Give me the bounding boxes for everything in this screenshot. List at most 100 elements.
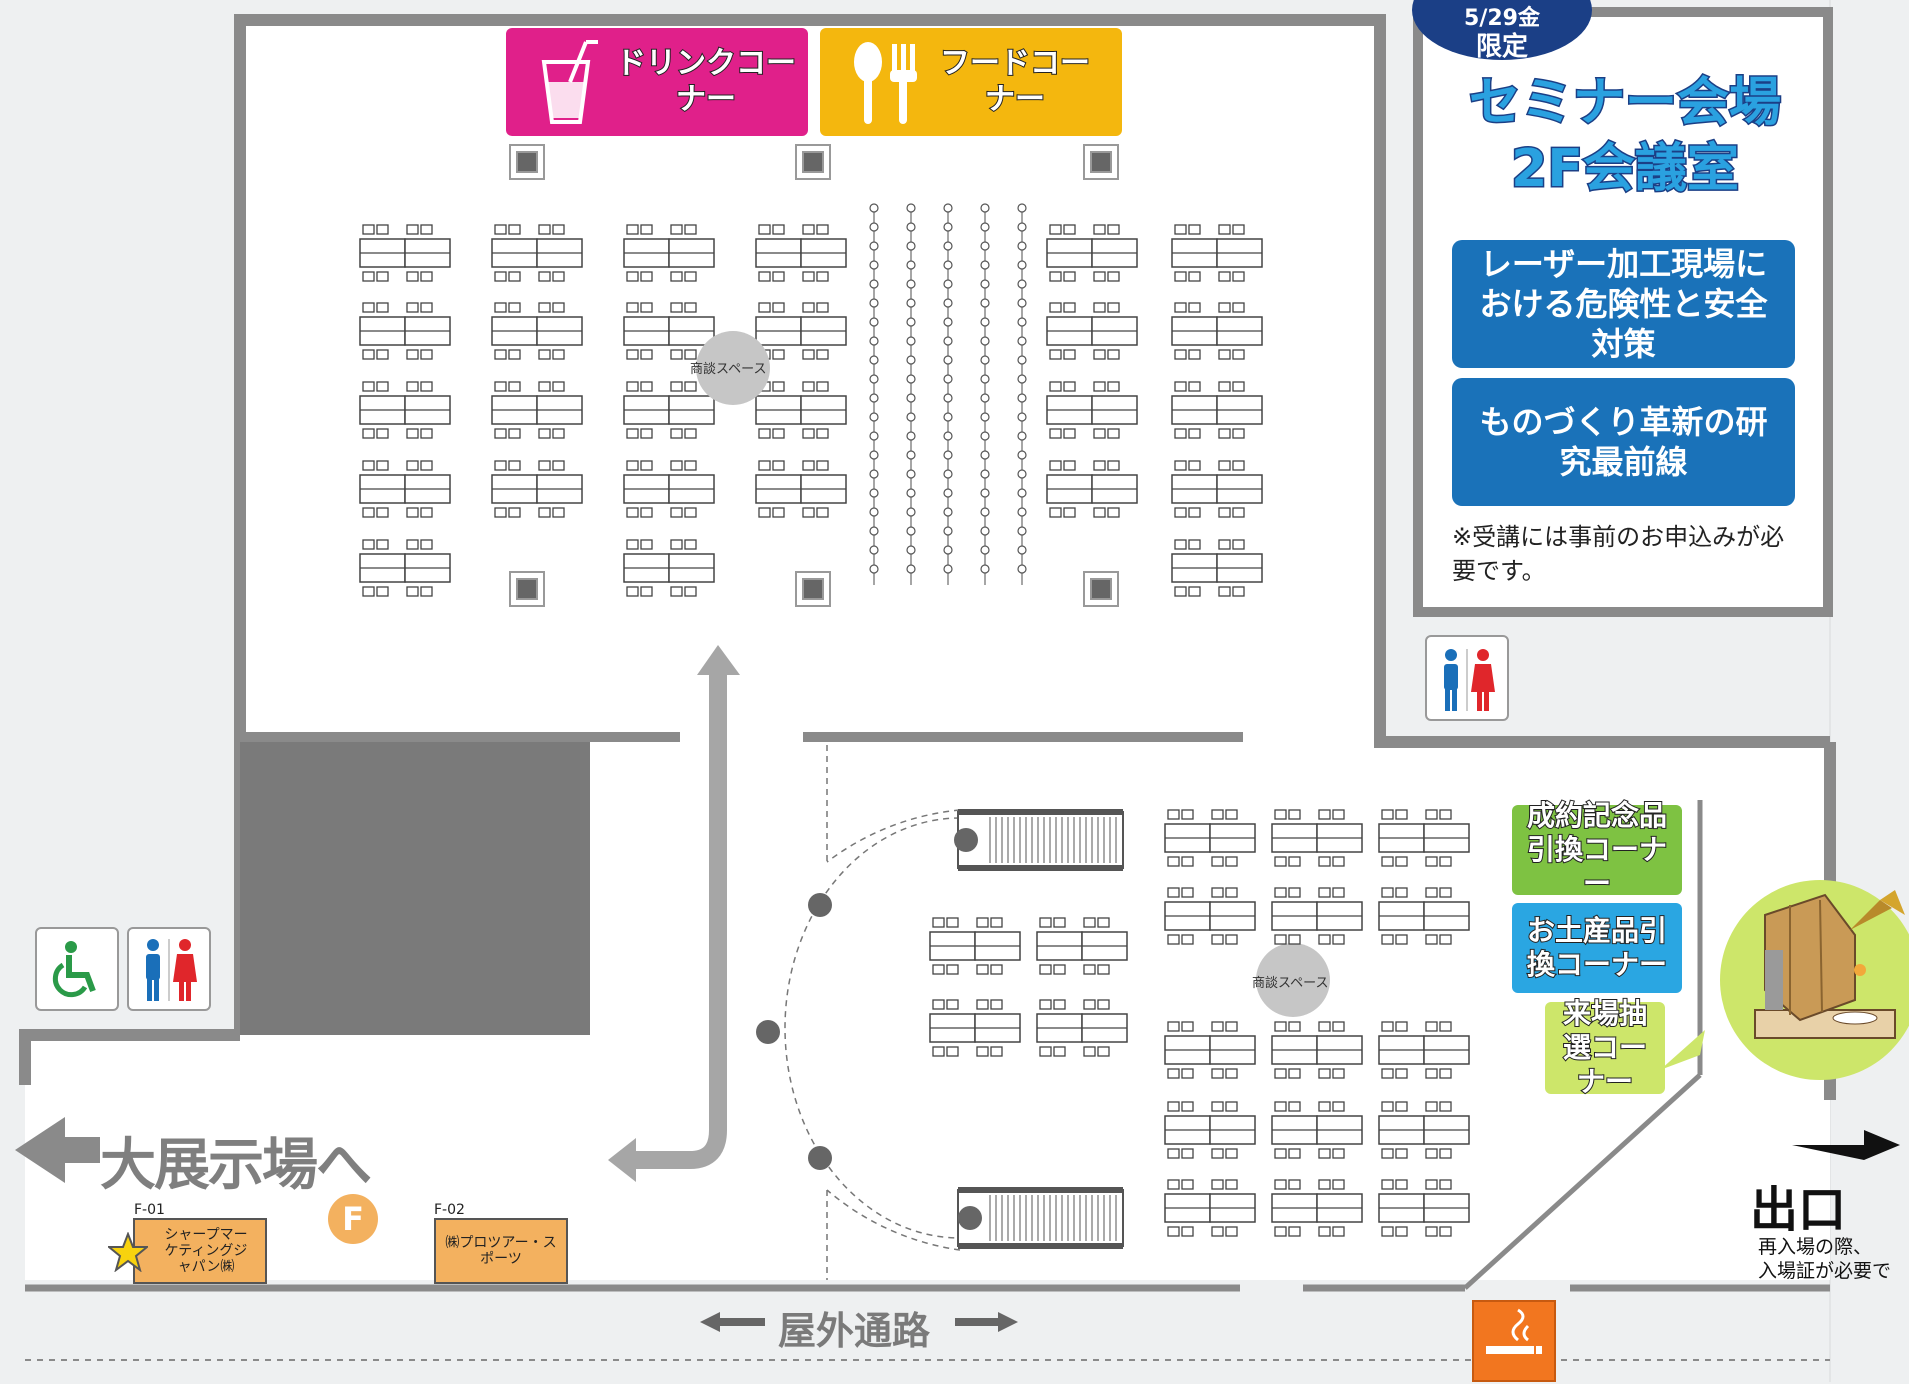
date-badge-text: 5/29金	[1464, 6, 1540, 31]
date-badge: 5/29金 限定	[1412, 0, 1592, 62]
arrow-icon	[15, 1117, 100, 1183]
seat	[906, 374, 916, 384]
seat	[869, 526, 879, 536]
seat	[980, 431, 990, 441]
seat	[980, 279, 990, 289]
seminar-title: セミナー会場 2F会議室	[1440, 70, 1810, 202]
restroom-sign	[1425, 635, 1509, 721]
seat	[1017, 298, 1027, 308]
souvenir-corner-label: お土産品引換コーナー	[1526, 913, 1668, 982]
seminar-topic-2[interactable]: ものづくり革新の研究最前線	[1452, 378, 1795, 506]
exit-label[interactable]: 出口	[1750, 1182, 1847, 1238]
main-hall-label[interactable]: 大展示場へ	[100, 1133, 372, 1198]
seat	[980, 222, 990, 232]
seat	[906, 260, 916, 270]
seat	[906, 450, 916, 460]
seat	[869, 260, 879, 270]
seat	[980, 298, 990, 308]
seat	[906, 545, 916, 555]
seat	[1017, 241, 1027, 251]
food-corner-label: フードコーナー	[939, 45, 1091, 118]
seat	[980, 317, 990, 327]
seat	[943, 564, 953, 574]
seat	[980, 545, 990, 555]
drink-corner-label: ドリンクコーナー	[615, 45, 797, 118]
seat	[906, 355, 916, 365]
seat	[869, 507, 879, 517]
seat	[906, 222, 916, 232]
seat	[943, 260, 953, 270]
seat	[943, 317, 953, 327]
seat	[869, 336, 879, 346]
seat	[943, 526, 953, 536]
seat	[869, 393, 879, 403]
restroom-sign-lower	[127, 927, 211, 1011]
seat	[869, 374, 879, 384]
exit-note-line2: 入場証が必要で	[1758, 1260, 1892, 1282]
seat	[943, 222, 953, 232]
seat	[1017, 545, 1027, 555]
seat	[906, 203, 916, 213]
seminar-topic-1[interactable]: レーザー加工現場における危険性と安全対策	[1452, 240, 1795, 368]
zone-marker: F	[328, 1194, 378, 1244]
seat	[906, 564, 916, 574]
souvenir-corner[interactable]: お土産品引換コーナー	[1512, 903, 1682, 993]
seat	[906, 393, 916, 403]
seat	[869, 203, 879, 213]
seat	[906, 279, 916, 289]
seat	[980, 412, 990, 422]
seat	[980, 374, 990, 384]
escalator-upper	[954, 809, 1124, 871]
meeting-space-circle	[1256, 943, 1330, 1017]
seat	[906, 507, 916, 517]
storage-block	[240, 733, 590, 1035]
booth-f01[interactable]: シャープマーケティングジャパン㈱	[133, 1218, 267, 1284]
seat	[980, 260, 990, 270]
seat	[906, 336, 916, 346]
meeting-space-label: 商談スペース	[690, 362, 767, 377]
seat	[869, 412, 879, 422]
seat	[906, 298, 916, 308]
seat	[943, 507, 953, 517]
seat	[906, 431, 916, 441]
theater-seating	[869, 203, 1027, 585]
seat	[980, 507, 990, 517]
seat	[943, 488, 953, 498]
seat	[943, 298, 953, 308]
food-corner: フードコーナー	[820, 28, 1122, 136]
seat	[1017, 526, 1027, 536]
seat	[1017, 450, 1027, 460]
seat	[1017, 469, 1027, 479]
restroom-icon	[1444, 649, 1495, 711]
seat	[980, 526, 990, 536]
booth-id: F-01	[134, 1202, 165, 1218]
contract-gift-corner-label: 成約記念品引換コーナー	[1526, 798, 1668, 901]
seminar-title-line1: セミナー会場	[1467, 72, 1782, 135]
seat	[906, 488, 916, 498]
seat	[943, 545, 953, 555]
seat	[1017, 393, 1027, 403]
zone-marker-letter: F	[342, 1200, 364, 1238]
wheelchair-icon	[52, 941, 96, 998]
seat	[943, 241, 953, 251]
seat	[943, 450, 953, 460]
seat	[869, 450, 879, 460]
seat	[906, 412, 916, 422]
seat	[980, 564, 990, 574]
seat	[1017, 374, 1027, 384]
seat	[943, 412, 953, 422]
date-badge-sub: 限定	[1475, 32, 1528, 62]
exit-note-line1: 再入場の際、	[1758, 1236, 1873, 1258]
seat	[869, 469, 879, 479]
lottery-corner-label: 来場抽選コーナー	[1562, 996, 1648, 1099]
lottery-machine-illustration	[1660, 880, 1909, 1080]
restroom-icon	[146, 939, 197, 1001]
seat	[1017, 488, 1027, 498]
seat	[980, 469, 990, 479]
seat	[1017, 222, 1027, 232]
contract-gift-corner[interactable]: 成約記念品引換コーナー	[1512, 798, 1682, 901]
booth-name: シャープマーケティングジャパン㈱	[164, 1227, 248, 1275]
booth-f02[interactable]: ㈱プロツアー・スポーツ	[434, 1218, 568, 1284]
lottery-corner[interactable]: 来場抽選コーナー	[1545, 996, 1665, 1099]
seat	[980, 355, 990, 365]
